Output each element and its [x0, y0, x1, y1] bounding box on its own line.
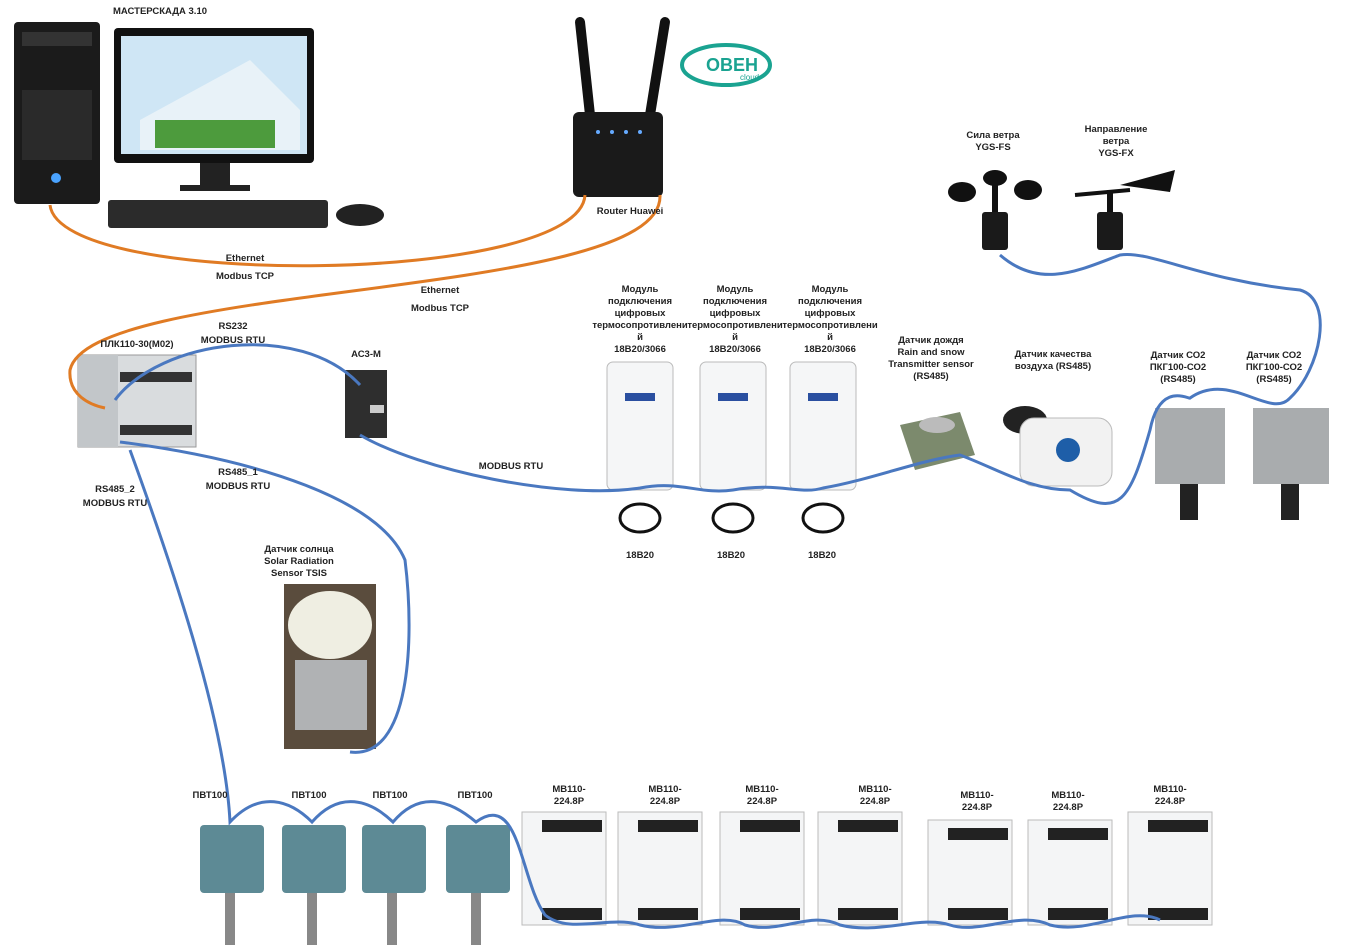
rs485-2-cable	[128, 449, 1161, 930]
rs232-cable	[113, 343, 362, 401]
co2-sensor-label: Датчик СО2 ПКГ100-СО2 (RS485)	[1245, 350, 1303, 385]
air-quality-sensor-icon	[1003, 406, 1113, 487]
modbus-rtu-label: MODBUS RTU	[478, 461, 544, 472]
ac3-label: АС3-М	[351, 349, 381, 360]
wind-direction-label: Направление ветра YGS-FX	[1084, 124, 1148, 159]
rs485-1-label: RS485_1 MODBUS RTU	[205, 467, 271, 492]
rain-sensor-label: Датчик дождя Rain and snow Transmitter s…	[888, 335, 974, 382]
probe-icon	[711, 502, 755, 534]
ethernet-label-1: Ethernet Modbus TCP	[215, 253, 275, 282]
mv110-label: МВ110- 224.8Р	[1051, 790, 1085, 813]
thermo-modules	[606, 361, 857, 534]
pvt100-sensors	[200, 825, 510, 945]
ethernet-label-2: Ethernet Modbus TCP	[410, 285, 470, 314]
solar-sensor-label: Датчик солнца Solar Radiation Sensor TSI…	[264, 544, 334, 579]
thermo-module-icon	[789, 361, 857, 491]
pvt100-icon	[446, 825, 510, 945]
mv110-label: МВ110- 224.8Р	[648, 784, 682, 807]
pc-tower-icon	[14, 22, 100, 204]
mv110-icon	[817, 811, 903, 926]
pvt100-icon	[282, 825, 346, 945]
wind-speed-label: Сила ветра YGS-FS	[966, 130, 1020, 153]
modbus-rtu-bus	[359, 252, 1322, 505]
anemometer-icon	[948, 170, 1042, 250]
pvt100-icon	[362, 825, 426, 945]
pvt100-label: ПВТ100	[192, 790, 228, 801]
ethernet-cable-plc	[68, 194, 662, 410]
probe-icon	[618, 502, 662, 534]
co2-sensor-icon	[1155, 408, 1225, 520]
probe-label: 18B20	[626, 550, 654, 561]
mv110-label: МВ110- 224.8Р	[960, 790, 994, 813]
rs485-2-label: RS485_2 MODBUS RTU	[82, 484, 148, 509]
wind-vane-icon	[1074, 170, 1175, 250]
mv110-icon	[617, 811, 703, 926]
mv110-modules	[521, 811, 1213, 926]
mv110-label: МВ110- 224.8Р	[745, 784, 779, 807]
mv110-icon	[927, 819, 1013, 926]
ac3-converter-icon	[345, 370, 387, 438]
pvt100-label: ПВТ100	[457, 790, 493, 801]
air-sensor-label: Датчик качества воздуха (RS485)	[1014, 349, 1092, 372]
router-label: Router Huawei	[596, 206, 664, 217]
mv110-icon	[1127, 811, 1213, 926]
probe-icon	[801, 502, 845, 534]
module-label: Модуль подключения цифровых термосопроти…	[782, 284, 878, 355]
probe-label: 18B20	[717, 550, 745, 561]
module-label: Модуль подключения цифровых термосопроти…	[687, 284, 783, 355]
owen-cloud-logo: ОВЕН cloud	[680, 43, 772, 87]
module-label: Модуль подключения цифровых термосопроти…	[592, 284, 688, 355]
co2-sensor-icon	[1253, 408, 1329, 520]
co2-sensor-label: Датчик СО2 ПКГ100-СО2 (RS485)	[1149, 350, 1207, 385]
mv110-icon	[719, 811, 805, 926]
pvt100-label: ПВТ100	[372, 790, 408, 801]
solar-sensor-icon	[284, 584, 376, 749]
plc-device-icon	[77, 354, 197, 448]
mv110-label: МВ110- 224.8Р	[1153, 784, 1187, 807]
mv110-label: МВ110- 224.8Р	[552, 784, 586, 807]
monitor-icon	[114, 28, 314, 191]
rs485-1-cable	[119, 440, 411, 754]
scada-title: МАСТЕРСКАДА 3.10	[112, 6, 208, 17]
svg-text:cloud: cloud	[740, 73, 759, 82]
ethernet-cable-pc	[48, 194, 587, 268]
keyboard-icon	[108, 200, 384, 228]
thermo-module-icon	[606, 361, 674, 491]
probe-label: 18B20	[808, 550, 836, 561]
mv110-icon	[521, 811, 607, 926]
plc-label: ПЛК110-30(М02)	[100, 339, 174, 350]
router-icon	[573, 17, 670, 197]
mv110-label: МВ110- 224.8Р	[858, 784, 892, 807]
pvt100-icon	[200, 825, 264, 945]
svg-text:ОВЕН: ОВЕН	[706, 55, 758, 75]
rs232-label: RS232 MODBUS RTU	[200, 321, 266, 346]
mv110-icon	[1027, 819, 1113, 926]
pvt100-label: ПВТ100	[291, 790, 327, 801]
